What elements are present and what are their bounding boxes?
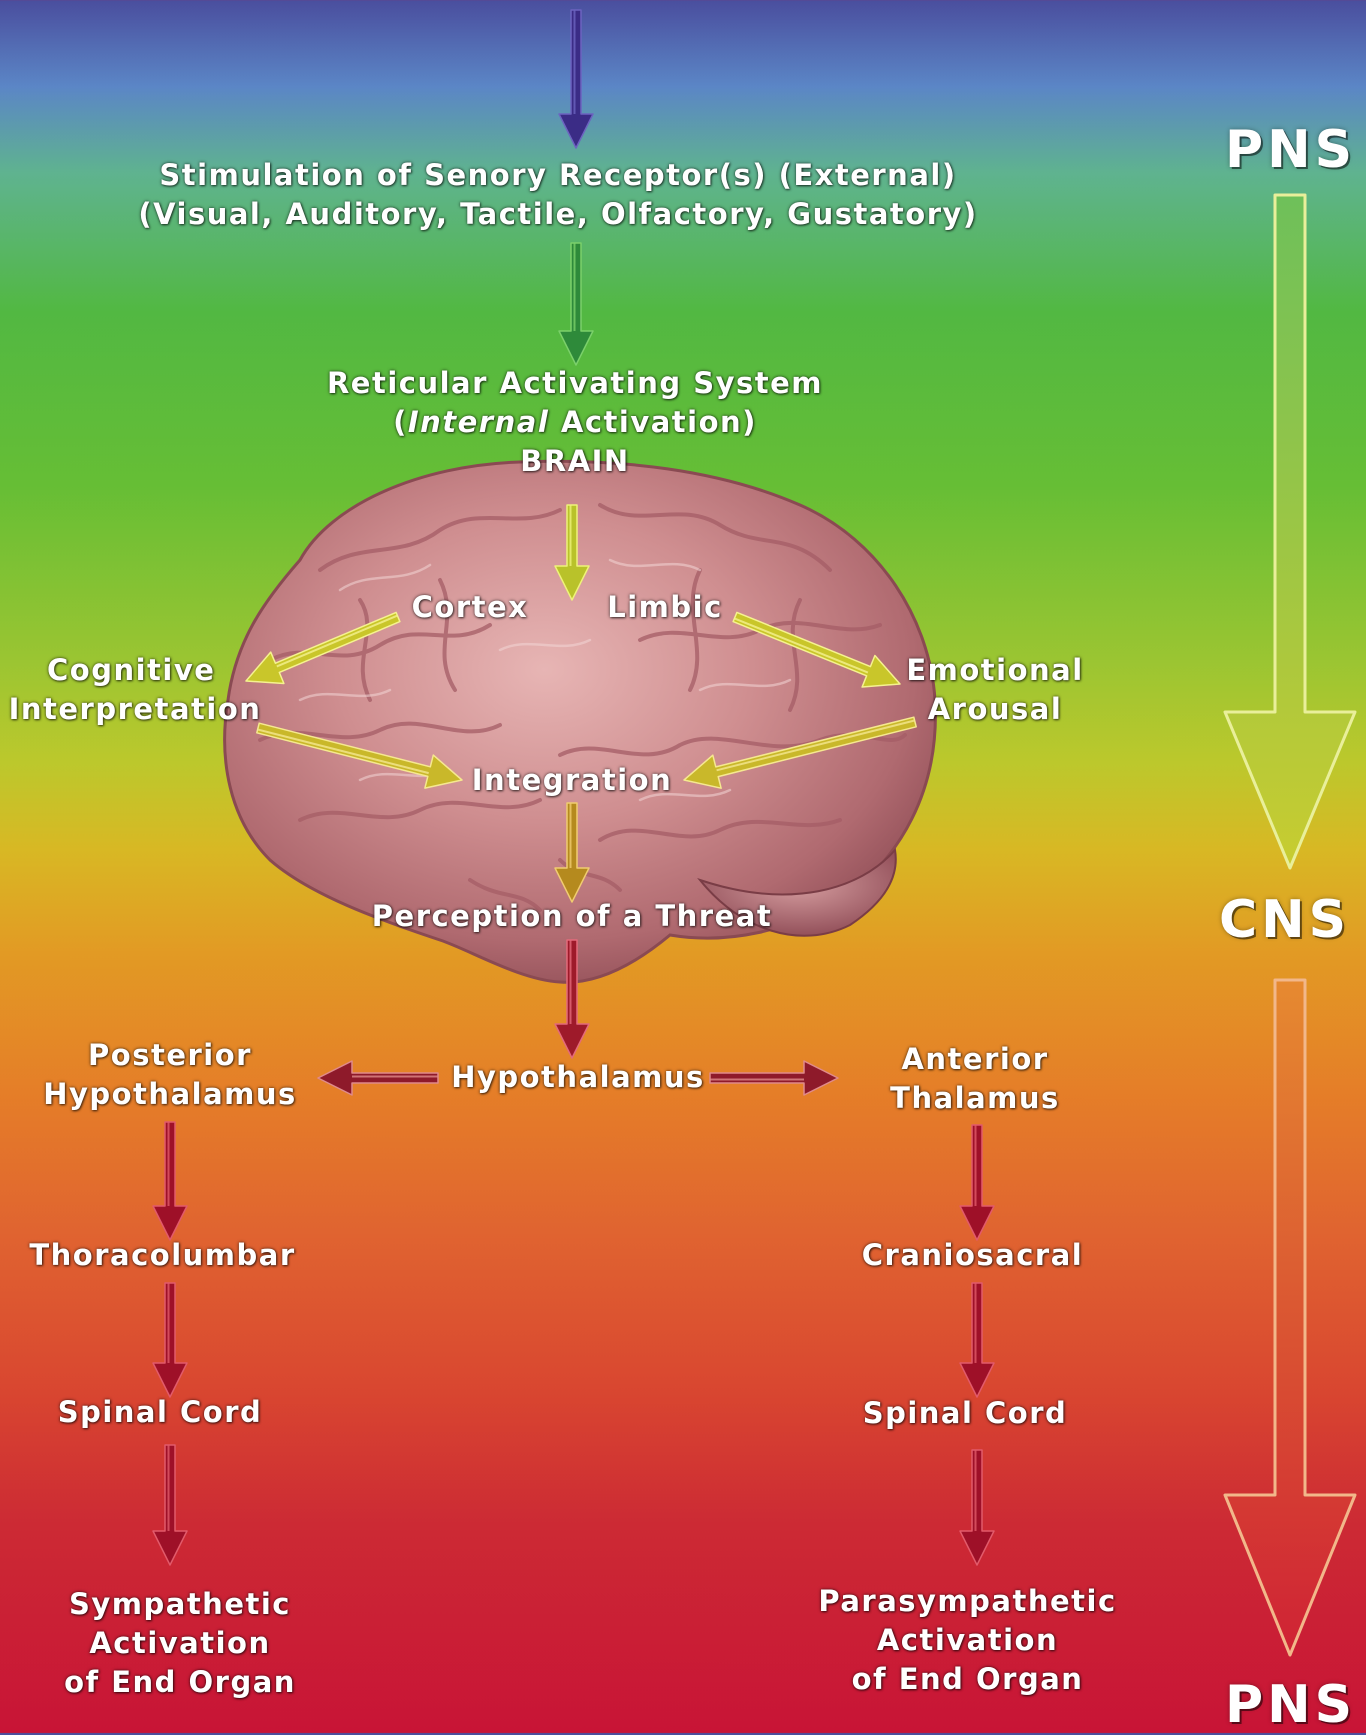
ras-line-2: (Internal Activation) [275, 403, 875, 442]
stimulation-line-1: Stimulation of Senory Receptor(s) (Exter… [83, 156, 1033, 195]
cognitive-interpretation-label: Cognitive Interpretation [5, 651, 265, 729]
arrow-hypothalamus-to-anterior [710, 1061, 838, 1095]
arrow-cord-to-sympathetic [153, 1445, 187, 1565]
cns-to-pns-arrow [1225, 980, 1355, 1655]
parasympathetic-activation-label: Parasympathetic Activation of End Organ [810, 1582, 1125, 1699]
hypothalamus-label: Hypothalamus [438, 1058, 718, 1097]
emotional-arousal-label: Emotional Arousal [890, 651, 1100, 729]
arrow-top-to-stimulation [559, 10, 593, 148]
stimulation-label: Stimulation of Senory Receptor(s) (Exter… [83, 156, 1033, 234]
integration-label: Integration [462, 761, 682, 800]
arrow-hypothalamus-to-posterior [318, 1061, 438, 1095]
sympathetic-activation-label: Sympathetic Activation of End Organ [40, 1585, 320, 1702]
stimulation-line-2: (Visual, Auditory, Tactile, Olfactory, G… [83, 195, 1033, 234]
ras-line-1: Reticular Activating System [275, 364, 875, 403]
arrow-stimulation-to-ras [559, 243, 593, 365]
craniosacral-label: Craniosacral [830, 1236, 1115, 1275]
ras-label: Reticular Activating System (Internal Ac… [275, 364, 875, 481]
perception-label: Perception of a Threat [362, 897, 782, 936]
posterior-hypothalamus-label: Posterior Hypothalamus [20, 1036, 320, 1114]
arrow-posterior-to-thoracolumbar [153, 1122, 187, 1240]
ras-internal-text: Internal [408, 405, 549, 439]
arrow-cord-to-parasympathetic [960, 1450, 994, 1565]
arrow-thoracolumbar-to-cord-left [153, 1283, 187, 1397]
arrow-craniosacral-to-cord-right [960, 1283, 994, 1397]
cns-label: CNS [1219, 890, 1350, 950]
limbic-label: Limbic [595, 588, 735, 627]
brain-title: BRAIN [275, 442, 875, 481]
pns-to-cns-arrow [1225, 195, 1355, 868]
pns-top-label: PNS [1225, 120, 1356, 180]
right-spinal-cord-label: Spinal Cord [840, 1394, 1090, 1433]
pns-bottom-label: PNS [1225, 1675, 1356, 1735]
anterior-thalamus-label: Anterior Thalamus [835, 1040, 1115, 1118]
left-spinal-cord-label: Spinal Cord [30, 1393, 290, 1432]
cortex-label: Cortex [400, 588, 540, 627]
thoracolumbar-label: Thoracolumbar [10, 1236, 315, 1275]
arrow-anterior-to-craniosacral [960, 1125, 994, 1240]
